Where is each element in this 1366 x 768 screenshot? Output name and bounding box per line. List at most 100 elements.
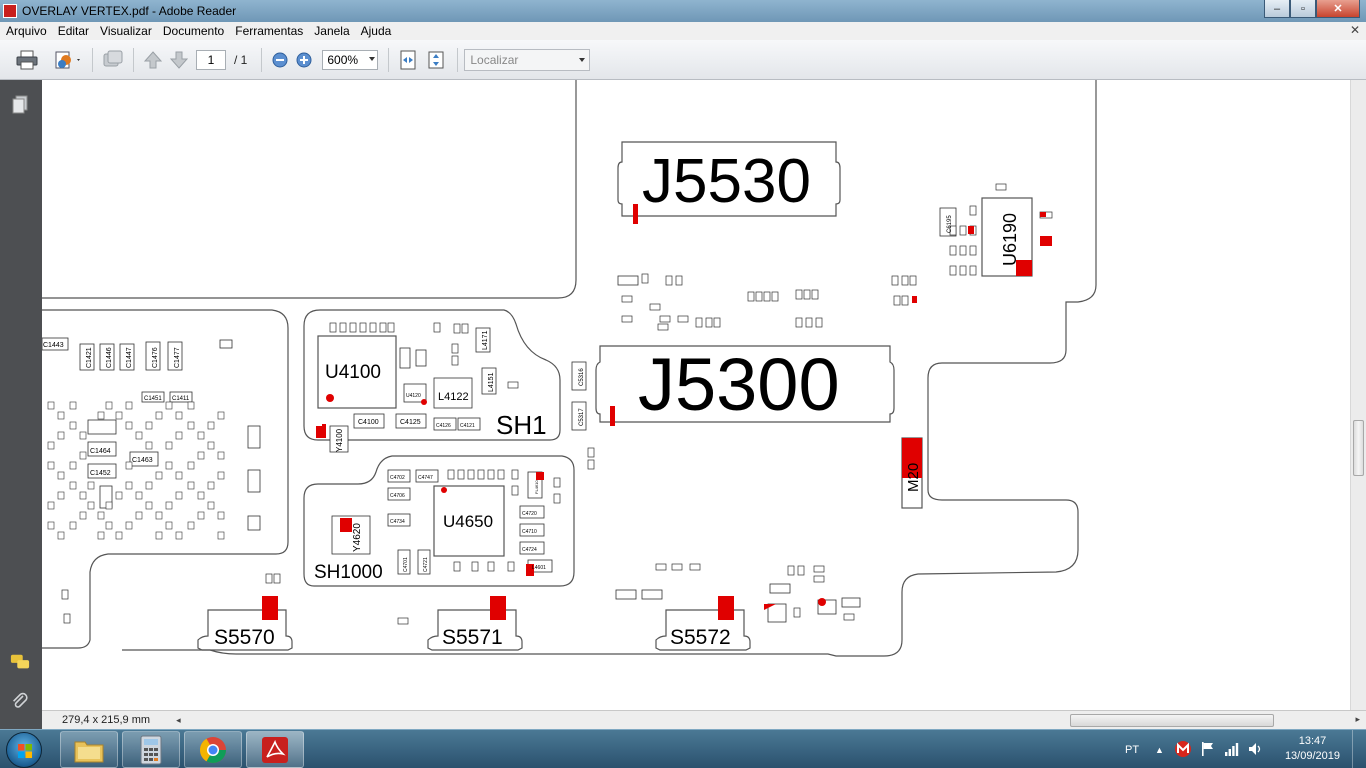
- smd-pad: [87, 501, 95, 510]
- language-indicator[interactable]: PT: [1125, 743, 1140, 756]
- label-c1411: C1411: [172, 396, 190, 402]
- menu-bar: Arquivo Editar Visualizar Documento Ferr…: [0, 22, 1366, 40]
- menu-ferramentas[interactable]: Ferramentas: [235, 24, 304, 38]
- smd-pad: [187, 521, 195, 530]
- smd-pad: [79, 511, 87, 520]
- antivirus-icon[interactable]: [1174, 740, 1192, 758]
- adobe-reader-icon: [3, 4, 17, 18]
- next-page-button[interactable]: [166, 48, 192, 72]
- taskbar-calculator[interactable]: [122, 731, 180, 768]
- menu-arquivo[interactable]: Arquivo: [6, 24, 47, 38]
- label-y4100: Y4100: [335, 428, 344, 452]
- network-signal-icon[interactable]: [1224, 741, 1240, 757]
- smd-pad: [217, 511, 225, 520]
- smd-pad: [97, 411, 105, 420]
- label-c4710: C4710: [522, 529, 537, 535]
- label-c1446: C1446: [106, 347, 113, 368]
- page-number-input[interactable]: 1: [196, 49, 226, 70]
- pan-button[interactable]: [99, 48, 127, 72]
- smd-pad: [47, 401, 55, 410]
- zoom-level-select[interactable]: 600%: [322, 49, 379, 70]
- volume-icon[interactable]: [1248, 741, 1264, 757]
- collaborate-button[interactable]: [50, 48, 86, 72]
- smd-pad: [125, 481, 133, 490]
- arrow-up-icon: [143, 50, 163, 68]
- smd-pad: [47, 501, 55, 510]
- print-button[interactable]: [14, 48, 40, 72]
- title-bar: OVERLAY VERTEX.pdf - Adobe Reader ‒ ▫ ✕: [0, 0, 1366, 22]
- horizontal-scroll-thumb[interactable]: [1070, 714, 1274, 727]
- label-c1464: C1464: [90, 448, 111, 455]
- label-y4620: Y4620: [352, 523, 363, 552]
- zoom-in-button[interactable]: [292, 48, 316, 72]
- smd-pad: [97, 531, 105, 540]
- label-l4171: L4171: [482, 330, 489, 350]
- menu-visualizar[interactable]: Visualizar: [100, 24, 152, 38]
- taskbar-explorer[interactable]: [60, 731, 118, 768]
- label-c5316: C5316: [579, 368, 585, 386]
- vertical-scrollbar[interactable]: [1350, 80, 1366, 710]
- smd-pad: [217, 451, 225, 460]
- menu-documento[interactable]: Documento: [162, 24, 225, 38]
- close-document-icon[interactable]: ✕: [1349, 23, 1360, 37]
- start-button[interactable]: [6, 732, 42, 768]
- smd-pad: [57, 471, 65, 480]
- attachments-icon[interactable]: [10, 692, 30, 712]
- document-view[interactable]: J5530 J5300 U4100 U4650 U6190 L4122 SH1 …: [42, 80, 1350, 710]
- smd-pad: [155, 531, 163, 540]
- label-c1421: C1421: [86, 347, 93, 368]
- taskbar-adobe-reader[interactable]: [246, 731, 304, 768]
- smd-pad: [165, 521, 173, 530]
- show-desktop-button[interactable]: [1352, 730, 1366, 768]
- maximize-button[interactable]: ▫: [1290, 0, 1316, 18]
- page-total: / 1: [234, 52, 248, 67]
- vertical-scroll-thumb[interactable]: [1353, 420, 1364, 476]
- smd-pad: [197, 491, 205, 500]
- label-s5571: S5571: [442, 626, 503, 649]
- smd-pad: [69, 481, 77, 490]
- smd-pad: [57, 411, 65, 420]
- fit-width-icon: [400, 50, 416, 69]
- smd-pad: [175, 491, 183, 500]
- fit-page-button[interactable]: [421, 48, 451, 72]
- zoom-out-button[interactable]: [268, 48, 292, 72]
- smd-pad: [69, 461, 77, 470]
- previous-page-button[interactable]: [140, 48, 166, 72]
- label-l4151: L4151: [488, 372, 495, 392]
- show-hidden-icons-icon[interactable]: ▲: [1155, 744, 1164, 755]
- smd-pad: [155, 511, 163, 520]
- smd-pad: [105, 501, 113, 510]
- fit-width-button[interactable]: [395, 48, 421, 72]
- label-c4125: C4125: [400, 419, 421, 426]
- smd-pad: [57, 531, 65, 540]
- label-c4126: C4126: [436, 423, 451, 429]
- pages-icon[interactable]: [10, 94, 30, 114]
- scroll-left-icon[interactable]: ◂: [176, 714, 181, 725]
- action-center-flag-icon[interactable]: [1200, 741, 1216, 757]
- comments-icon[interactable]: [10, 652, 30, 672]
- zoom-level-value: 600%: [327, 52, 359, 67]
- chevron-down-icon: [579, 57, 586, 62]
- smd-pad: [79, 451, 87, 460]
- label-u4100: U4100: [325, 362, 381, 383]
- folder-icon: [74, 741, 104, 762]
- menu-ajuda[interactable]: Ajuda: [360, 24, 392, 38]
- system-clock[interactable]: 13:47 13/09/2019: [1285, 734, 1340, 764]
- label-c4121: C4121: [460, 423, 475, 429]
- label-c1447: C1447: [126, 347, 133, 368]
- menu-janela[interactable]: Janela: [314, 24, 350, 38]
- find-input[interactable]: Localizar: [464, 48, 591, 71]
- smd-pad: [145, 501, 153, 510]
- scroll-right-icon[interactable]: ▸: [1355, 714, 1360, 724]
- smd-pad: [187, 481, 195, 490]
- smd-pad: [115, 491, 123, 500]
- smd-pad: [197, 511, 205, 520]
- chrome-icon: [199, 736, 227, 763]
- clock-date: 13/09/2019: [1284, 750, 1340, 762]
- status-bar: 279,4 x 215,9 mm ◂ ▸: [42, 710, 1366, 729]
- close-button[interactable]: ✕: [1316, 0, 1360, 18]
- label-sh1000: SH1000: [314, 562, 383, 583]
- taskbar-chrome[interactable]: [184, 731, 242, 768]
- menu-editar[interactable]: Editar: [57, 24, 90, 38]
- minimize-button[interactable]: ‒: [1264, 0, 1290, 18]
